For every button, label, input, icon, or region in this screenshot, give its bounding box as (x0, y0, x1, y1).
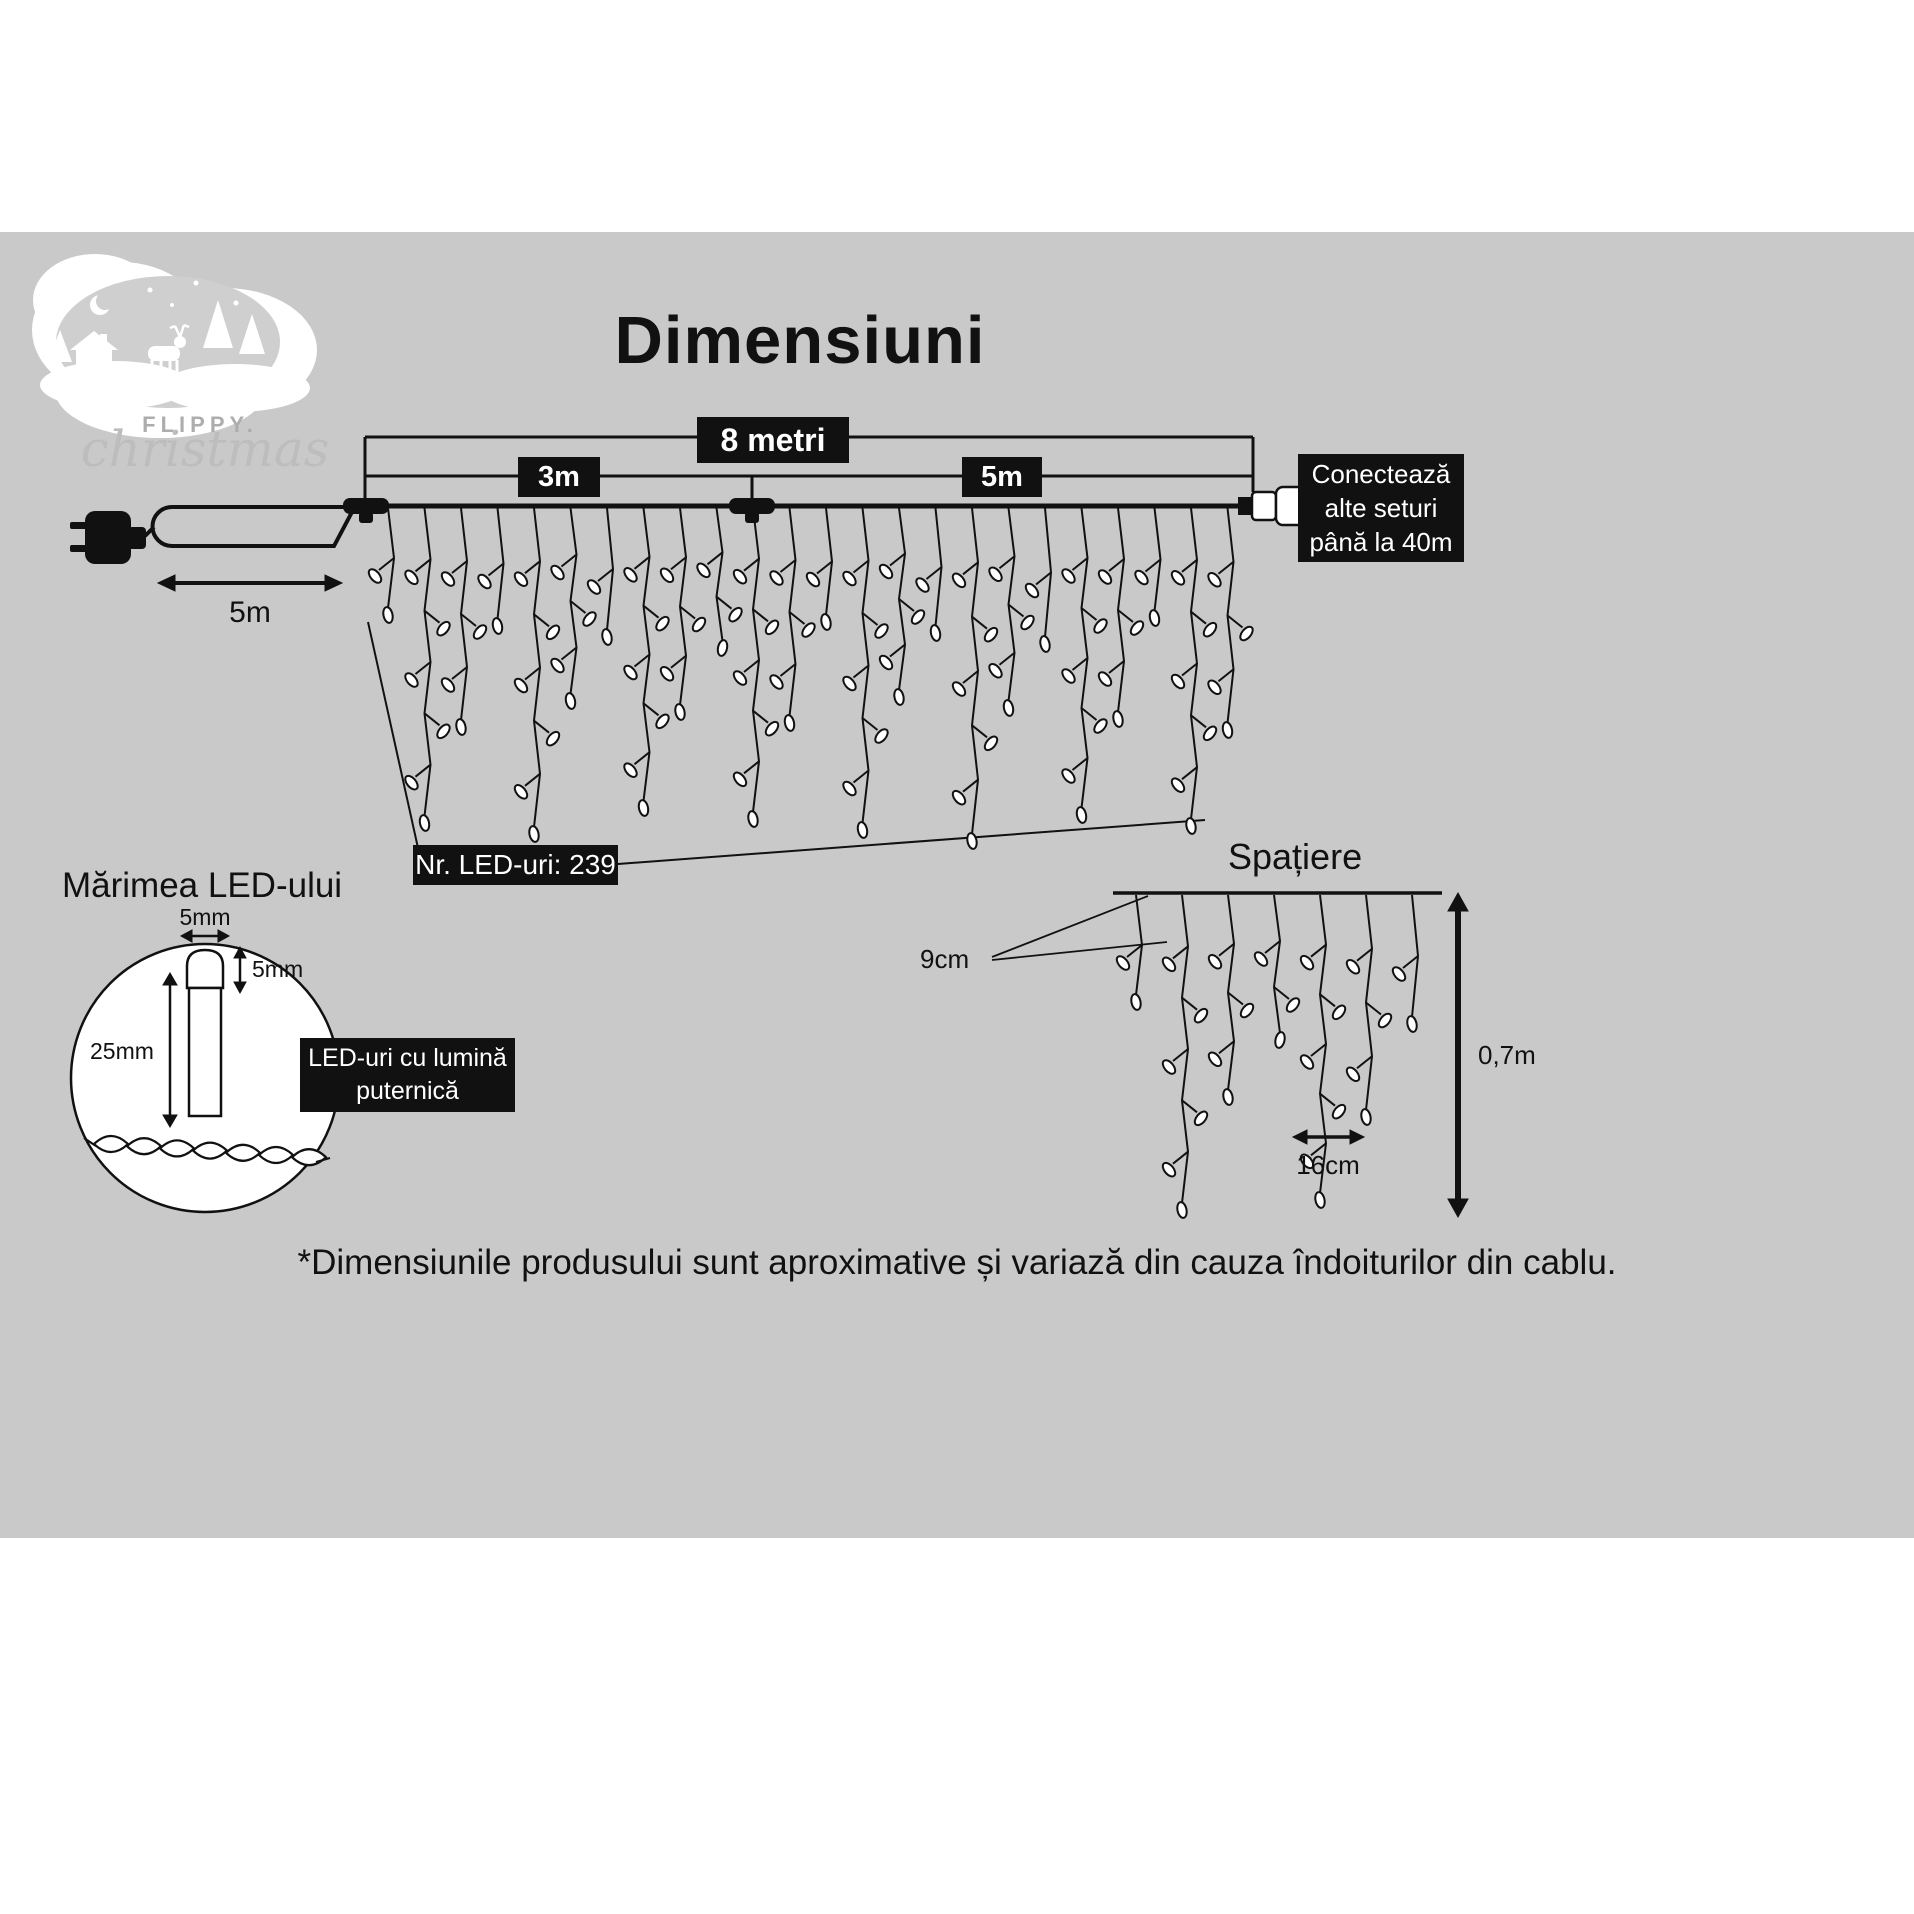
led-count-badge: Nr. LED-uri: 239 (413, 845, 618, 885)
footnote-text: *Dimensiunile produsului sunt aproximati… (297, 1243, 1617, 1282)
led-size-detail (69, 929, 341, 1214)
connector-note-line1: Conectează (1311, 459, 1451, 489)
connector-note-line2: alte seturi (1324, 493, 1438, 523)
end-connector-icon (1238, 485, 1308, 527)
body-length-label: 25mm (90, 1038, 154, 1064)
total-length-badge: 8 metri (697, 417, 849, 463)
moon-icon (90, 292, 114, 315)
segment-1-value: 3m (538, 460, 580, 493)
total-length-value: 8 metri (720, 421, 826, 458)
led-cap-icon (185, 948, 225, 990)
cap-height-label: 5mm (252, 956, 304, 982)
spacing-icicle-curtain (1115, 894, 1420, 1219)
lead-length-arrow (156, 574, 344, 592)
page-title: Dimensiuni (614, 303, 986, 378)
twisted-wire-icon (83, 1134, 331, 1167)
cap-width-label: 5mm (179, 904, 231, 930)
gray-band (0, 232, 1914, 1538)
led-note-badge: LED-uri cu lumină puternică (300, 1038, 515, 1112)
logo-illustration (32, 254, 317, 438)
led-size-heading: Mărimea LED-ului (62, 866, 343, 905)
connector-note-badge: Conectează alte seturi până la 40m (1298, 454, 1464, 562)
connector-note-line3: până la 40m (1309, 527, 1453, 557)
house-icon (70, 331, 118, 372)
horizontal-gap-label: 16cm (1296, 1150, 1360, 1180)
stars-icon (147, 280, 239, 307)
led-count-pointer-lines (367, 621, 1206, 865)
led-note-line2: puternică (356, 1077, 459, 1105)
logo-brand-text: FLIPPY. (142, 412, 258, 437)
spacing-wire (991, 891, 1442, 961)
spacing-heading: Spațiere (1228, 836, 1363, 877)
spacing-height-arrow (1447, 891, 1469, 1219)
segment-2-value: 5m (981, 460, 1023, 493)
drop-height-label: 0,7m (1478, 1040, 1536, 1070)
logo-script-text: christmas (80, 420, 330, 478)
led-body-icon (187, 986, 223, 1118)
main-wire (143, 503, 1240, 548)
power-plug-icon (70, 511, 146, 564)
tree-icons (48, 300, 265, 362)
deer-icon (148, 323, 190, 374)
spacing-16cm-arrow (1291, 1129, 1366, 1145)
wire-joiner-icons (343, 498, 775, 523)
segment-1-badge: 3m (518, 457, 600, 497)
led-count-value: Nr. LED-uri: 239 (415, 849, 616, 880)
led-measure-arrows (162, 929, 247, 1128)
segment-2-badge: 5m (962, 457, 1042, 497)
top-gap-label: 9cm (920, 944, 970, 974)
lead-length-label: 5m (229, 596, 271, 629)
icicle-curtain (367, 507, 1254, 850)
led-note-line1: LED-uri cu lumină (308, 1044, 507, 1072)
